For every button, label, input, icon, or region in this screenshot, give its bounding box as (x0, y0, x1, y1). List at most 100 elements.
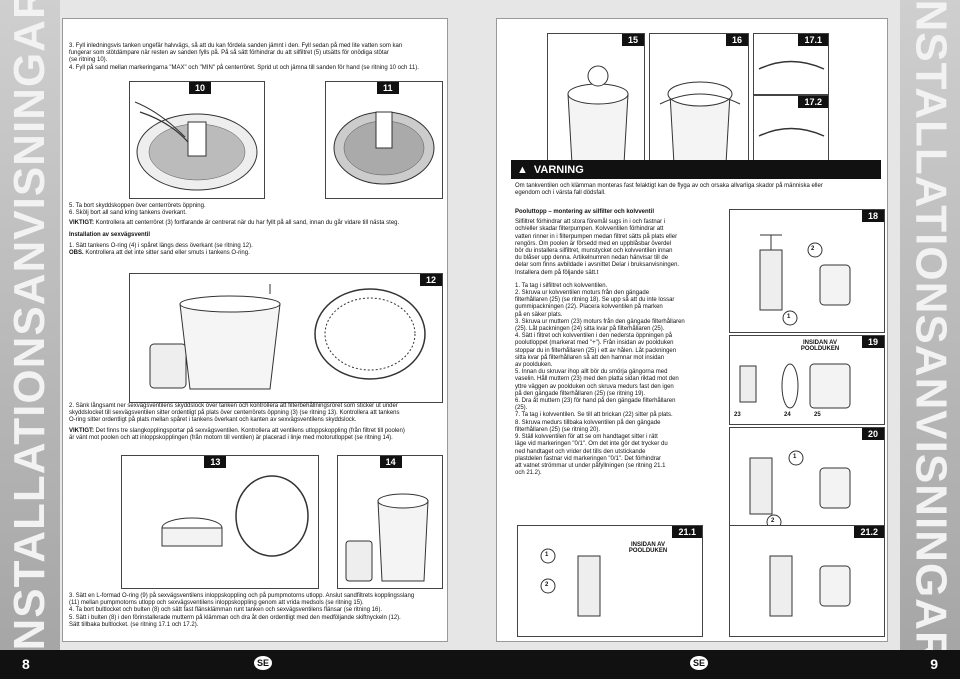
left-step2-text: 2. Sänk långsamt ner sexvägsventilens sk… (69, 403, 441, 442)
figure-20: 20 1 2 (729, 427, 885, 535)
text-line: du blåser upp denna. Artikelnumren nedan… (515, 255, 669, 262)
text-line: på den gängade filterhållaren (25) (se r… (515, 390, 646, 397)
clamp-illustration (659, 81, 741, 165)
text-line: 2. Sänk långsamt ner sexvägsventilens sk… (69, 403, 398, 409)
viktigt-label: VIKTIGT: (69, 427, 94, 434)
figure-16: 16 (649, 33, 749, 175)
text-line: av poolduken. (515, 362, 553, 369)
insidan-label: INSIDAN AV POOLDUKEN (800, 340, 840, 352)
insidan-label: INSIDAN AV POOLDUKEN (628, 542, 668, 554)
left-top-text: 3. Fyll inledningsvis tanken ungefär hal… (69, 43, 441, 72)
text-line: vaselin. Håll muttern (23) med den platt… (515, 376, 679, 383)
obs-text: Kontrollera att det inte sitter sand ell… (85, 250, 250, 257)
figure-19: 19 INSIDAN AV POOLDUKEN 23 24 25 (729, 335, 885, 425)
plunger-valve-illustration (759, 234, 851, 326)
text-line: gummipackningen (22). Placera kolvventil… (515, 304, 663, 311)
text-line: 5. Innan du skruvar ihop allt bör du smö… (515, 369, 668, 376)
text-line: 3. Fyll inledningsvis tanken ungefär hal… (69, 43, 403, 49)
text-line: (11) mellan pumpmotorns utlopp och sexvä… (69, 600, 364, 607)
callout-2: 2 (545, 582, 549, 588)
strainer-parts-illustration (739, 363, 851, 409)
viktigt-text: Kontrollera att centerröret (3) fortfara… (95, 220, 400, 227)
valve-lid-illustration (161, 475, 309, 557)
left-sidebar-title: INSTALLATIONSANVISNINGAR (5, 0, 54, 664)
text-line: sitta kvar på filterhållaren så att den … (515, 354, 665, 361)
figure-number: 10 (188, 82, 211, 94)
text-line: på en säker plats. (515, 311, 563, 318)
section-heading: Installation av sexvägsventil (69, 231, 151, 238)
part-label-23: 23 (734, 412, 741, 418)
text-line: 7. Ta tag i kolvventilen. Se till att br… (515, 412, 673, 419)
text-line: rengörs. Om poolen är försedd med en upp… (515, 240, 672, 247)
viktigt-label: VIKTIGT: (69, 220, 94, 227)
figure-10: 10 (129, 81, 265, 199)
figure-12: 12 (129, 273, 443, 403)
text-line: stoppar du in filterhållaren (25) i ett … (515, 347, 677, 354)
text-line: Installera dem på följande sätt.t (515, 269, 599, 276)
figure-number: 21.1 (672, 526, 702, 538)
text-line: 9. Ställ kolvventilen för att se om hand… (515, 434, 658, 441)
figure-number: 12 (419, 274, 442, 286)
text-line: O-ring sitter ordentligt på plats mellan… (69, 417, 357, 424)
text-line: och/eller skadar filterpumpen. Kolvventi… (515, 226, 664, 233)
text-line: delar som finns avbildade i avsnittet De… (515, 262, 680, 269)
figure-14: 14 (337, 455, 443, 589)
text-line: 6. Skölj bort all sand kring tankens öve… (69, 210, 187, 217)
text-line: är vänt mot poolen och att inloppskoppli… (69, 434, 393, 441)
callout-1: 1 (787, 314, 791, 320)
text-line: 6. Dra åt muttern (23) för hand på den g… (515, 398, 676, 405)
left-bottom-text: 3. Sätt en L-formad O-ring (9) på sexväg… (69, 593, 441, 629)
warning-text: Om tankventilen och klämman monteras fas… (515, 183, 879, 197)
figure-number: 21.2 (854, 526, 884, 538)
text-line: (25). Låt packningen (24) sitta kvar på … (515, 326, 665, 333)
text-line: filterhållaren (25) (se ritning 20). (515, 426, 601, 433)
text-line: 1. Ta tag i silfiltret och kolvventilen. (515, 282, 608, 289)
hose-port-illustration (345, 493, 429, 582)
callout-2: 2 (811, 246, 815, 252)
warning-bar: ▲ VARNING (511, 160, 881, 179)
text-line: 5. Ta bort skyddskoppen över centerröret… (69, 203, 206, 209)
text-line: 3. Sätt en L-formad O-ring (9) på sexväg… (69, 593, 415, 599)
text-line: yttre väggen av poolduken och skruva med… (515, 383, 674, 390)
valve-reattach-illustration (749, 450, 851, 530)
o-ring-illustration (149, 284, 426, 390)
text-line: 4. Fyll på sand mellan markeringarna "MA… (69, 64, 419, 71)
figure-number: 13 (204, 456, 227, 468)
text-line: 1. Sätt tankens O-ring (4) i spåret läng… (69, 242, 253, 249)
bolt-illustration (758, 60, 825, 70)
figure-13: 13 (121, 455, 319, 589)
text-line: Silfiltret förhindrar att stora föremål … (515, 219, 666, 226)
text-line: ned handtaget och vrider det tills den u… (515, 448, 646, 455)
text-line: 4. Sätt i filtret och kolvventilen i den… (515, 333, 673, 340)
text-line: poolutloppet (markerat med "+"). Från in… (515, 340, 674, 347)
viktigt-text: Det finns tre slangkopplingsportar på se… (95, 427, 405, 434)
figure-15: 15 (547, 33, 645, 175)
left-mid-text: 5. Ta bort skyddskoppen över centerröret… (69, 203, 441, 257)
callout-2: 2 (771, 518, 775, 524)
right-page: 15 16 17.1 17.2 (496, 18, 888, 642)
text-line: 2. Skruva ur kolvventilen moturs från de… (515, 290, 650, 297)
figure-number: 19 (861, 336, 884, 348)
callout-1: 1 (793, 454, 797, 460)
section-heading: Pooluttopp – montering av silfilter och … (515, 209, 655, 215)
figure-number: 15 (621, 34, 644, 46)
text-line: att vatnet strömmar ut under påfyllninge… (515, 462, 666, 469)
part-label-25: 25 (814, 412, 821, 418)
right-sidebar-title: INSTALLATIONSANVISNINGAR (906, 0, 955, 664)
pool-outlet-section: Pooluttopp – montering av silfilter och … (515, 209, 725, 477)
bottom-bar (0, 650, 960, 679)
text-line: 5. Sätt i bulten (8) i den förinstallera… (69, 614, 401, 621)
text-line: fungerar som stötdämpare när resten av s… (69, 50, 389, 57)
figure-number: 17.2 (798, 96, 828, 108)
text-line: egendom och i värsta fall dödsfall. (515, 190, 606, 197)
text-line: 8. Skruva medurs tillbaka kolvventilen p… (515, 419, 661, 426)
text-line: läge vid markeringen "0/1". Om det inte … (515, 441, 668, 448)
text-line: plastdelen fastnar vid markeringen "0/1"… (515, 455, 662, 462)
text-line: Om tankventilen och klämman monteras fas… (515, 183, 823, 189)
figure-21-1: 21.1 INSIDAN AV POOLDUKEN 1 2 (517, 525, 703, 637)
right-sidebar: INSTALLATIONSANVISNINGAR (900, 0, 960, 664)
figure-number: 20 (861, 428, 884, 440)
language-badge-left: SE (254, 656, 272, 670)
text-line: Sätt tillbaka bultlocket. (se ritning 17… (69, 621, 199, 628)
